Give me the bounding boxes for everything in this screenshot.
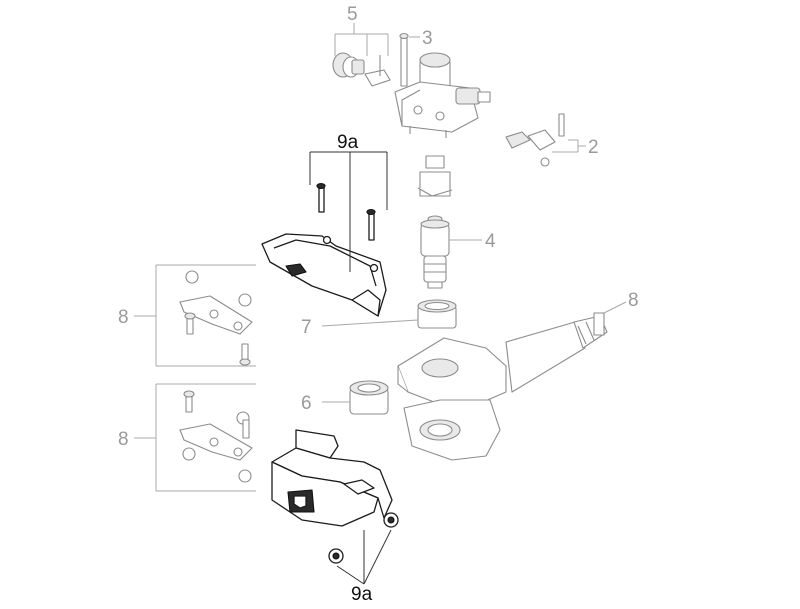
main-housing: [397, 312, 608, 461]
lower-cover-9a: [271, 429, 399, 564]
leader-lines: [134, 23, 627, 492]
coupling-stack: [349, 155, 457, 415]
callout-8-lower-left: 8: [118, 429, 129, 450]
callout-5: 5: [347, 4, 358, 25]
callout-8-right: 8: [628, 290, 639, 311]
mounting-plate-kit-upper: [179, 270, 253, 366]
callout-4: 4: [485, 231, 496, 252]
upper-cover-9a: [261, 182, 387, 317]
callout-labels: 5 3 2 9a 4 8 8 7 6 8 9a: [118, 4, 639, 605]
callout-2: 2: [588, 137, 599, 158]
callout-8-upper-left: 8: [118, 307, 129, 328]
mounting-plate-kit-lower: [179, 390, 253, 483]
callout-9a-lower: 9a: [351, 584, 373, 605]
leader-lines-9a: [309, 151, 392, 585]
callout-6: 6: [301, 393, 312, 414]
callout-3: 3: [422, 28, 433, 49]
callout-9a-upper: 9a: [337, 132, 359, 153]
valve-assembly: [332, 32, 565, 167]
callout-7: 7: [301, 317, 312, 338]
